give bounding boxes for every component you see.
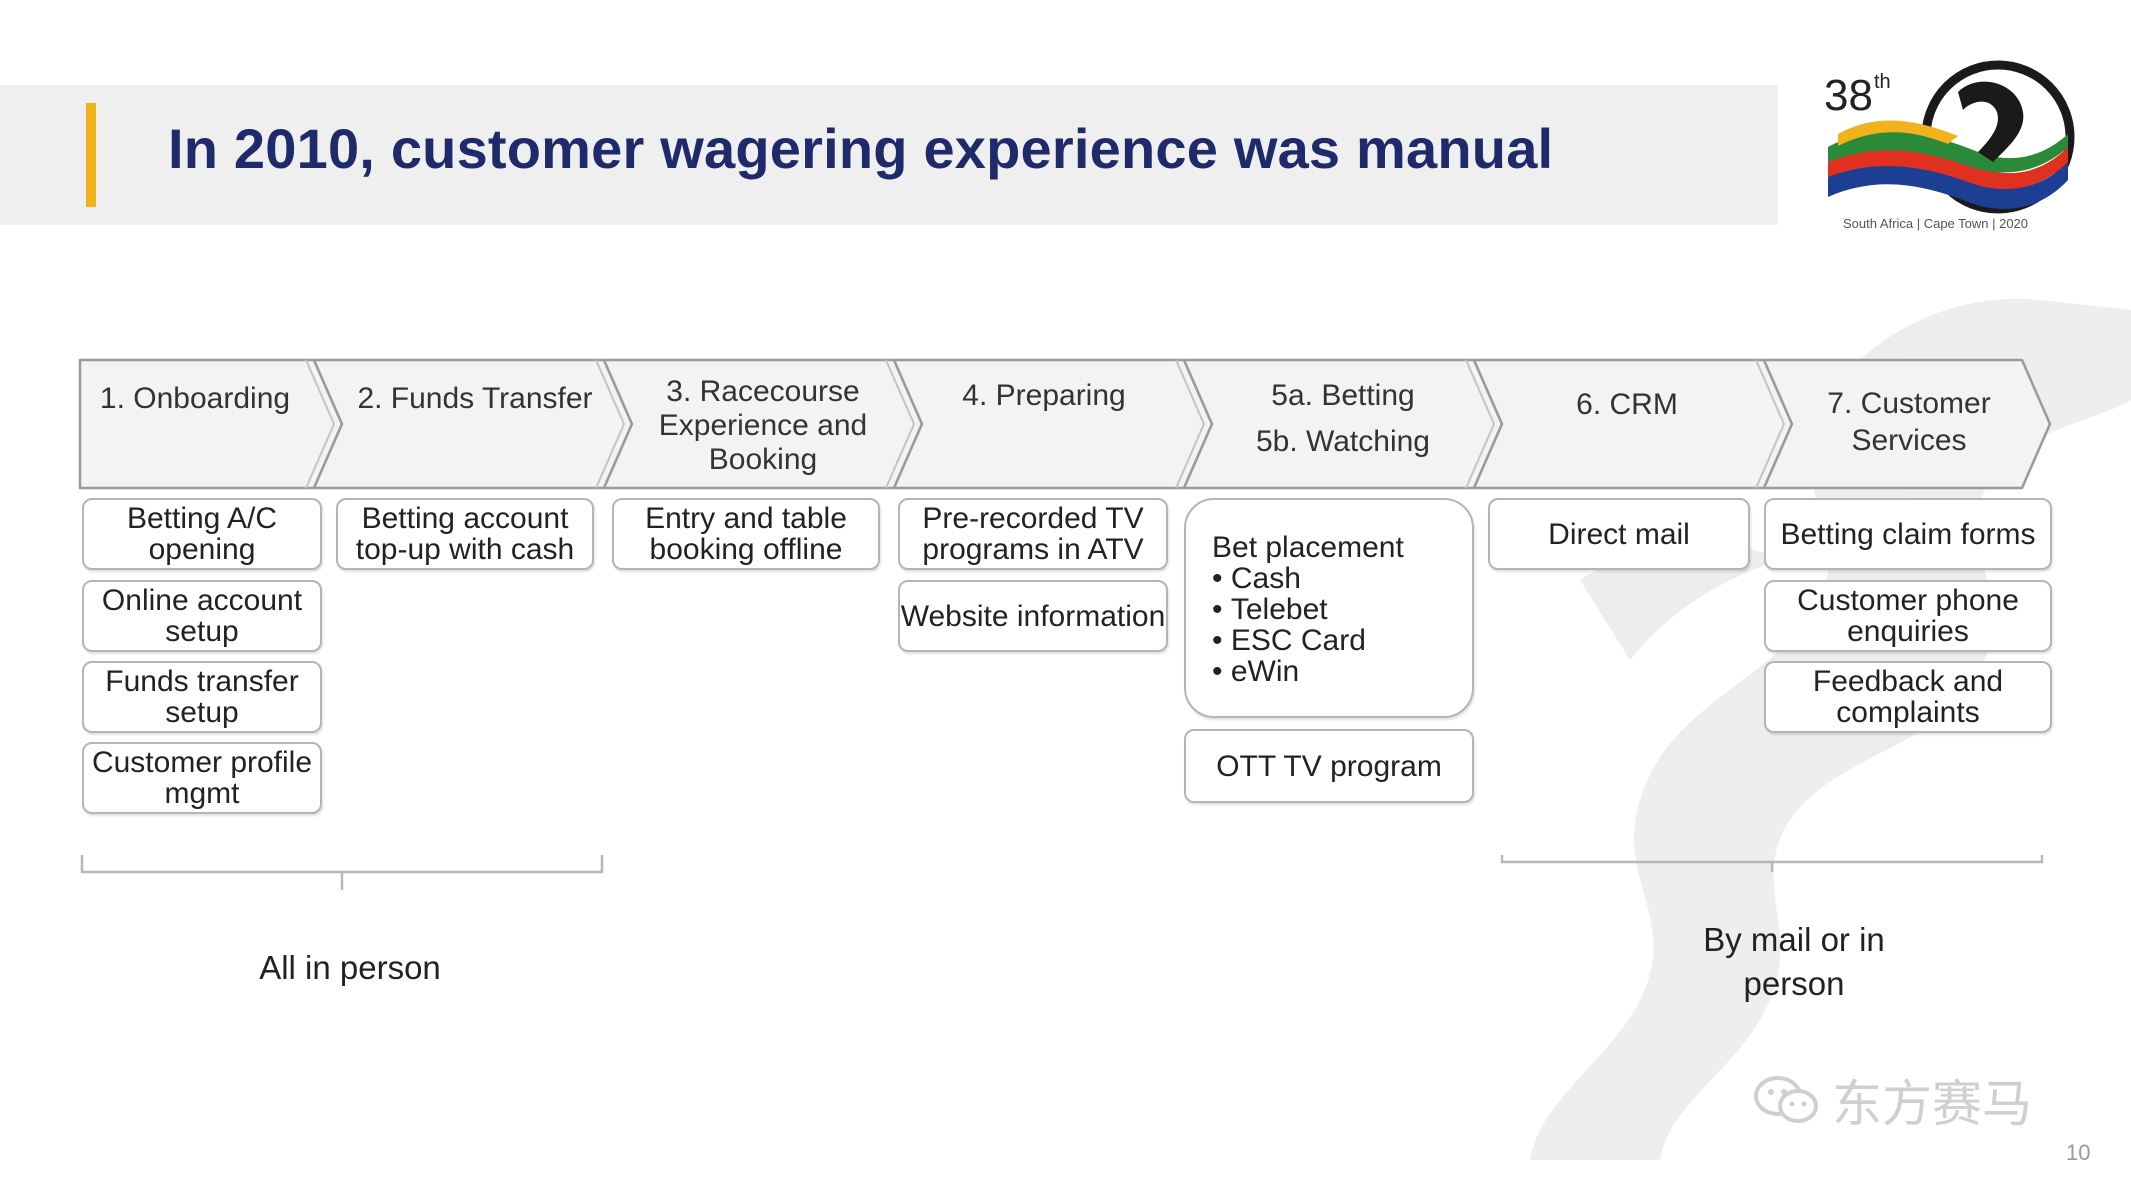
stage-label-funds-transfer: 2. Funds Transfer xyxy=(357,382,593,415)
chevron-customer-services xyxy=(1762,358,2052,490)
box-betting-ac-opening: Betting A/C opening xyxy=(82,498,322,570)
title-band xyxy=(0,85,1778,225)
page-title: In 2010, customer wagering experience wa… xyxy=(168,117,1554,180)
title-accent-bar xyxy=(86,103,96,207)
bet-placement-heading: Bet placement xyxy=(1212,531,1404,564)
logo-tagline: South Africa | Cape Town | 2020 xyxy=(1843,216,2028,231)
bet-option-esc-card: ESC Card xyxy=(1212,625,1366,656)
box-prerecorded-tv: Pre-recorded TV programs in ATV xyxy=(898,498,1168,570)
wechat-icon xyxy=(1754,1076,1818,1123)
box-funds-transfer-setup: Funds transfer setup xyxy=(82,661,322,733)
box-direct-mail: Direct mail xyxy=(1488,498,1750,570)
bet-option-ewin: eWin xyxy=(1212,656,1366,687)
bracket-left xyxy=(80,855,604,874)
conference-logo-icon: 38 th South Africa | Cape Town | 2020 xyxy=(1824,60,2075,231)
box-customer-profile-mgmt: Customer profile mgmt xyxy=(82,742,322,814)
watermark-text: 东方赛马 xyxy=(1832,1075,2032,1133)
bet-placement-list: Cash Telebet ESC Card eWin xyxy=(1212,563,1366,687)
stage-label-customer-services: 7. Customer Services xyxy=(1827,387,1991,457)
box-online-account-setup: Online account setup xyxy=(82,580,322,652)
box-website-information: Website information xyxy=(898,580,1168,652)
wechat-watermark: 东方赛马 xyxy=(1752,1070,2072,1133)
note-by-mail-or-in-person: By mail or in person xyxy=(1703,921,1885,1002)
stage-label-preparing: 4. Preparing xyxy=(962,379,1126,412)
box-feedback-complaints: Feedback and complaints xyxy=(1764,661,2052,733)
logo-ordinal-suffix: th xyxy=(1874,71,1891,93)
box-betting-claim-forms: Betting claim forms xyxy=(1764,498,2052,570)
bracket-right xyxy=(1500,855,2044,864)
stage-label-crm: 6. CRM xyxy=(1576,388,1678,421)
box-customer-phone-enquiries: Customer phone enquiries xyxy=(1764,580,2052,652)
logo-ordinal: 38 xyxy=(1824,71,1873,120)
stage-label-betting-watching: 5a. Betting 5b. Watching xyxy=(1256,379,1430,458)
box-entry-table-booking: Entry and table booking offline xyxy=(612,498,880,570)
bet-option-cash: Cash xyxy=(1212,563,1366,594)
stage-label-racecourse: 3. Racecourse Experience and Booking xyxy=(658,375,868,476)
bet-option-telebet: Telebet xyxy=(1212,594,1366,625)
note-all-in-person: All in person xyxy=(259,949,441,986)
stage-label-onboarding: 1. Onboarding xyxy=(99,382,291,415)
box-bet-placement: Bet placement Cash Telebet ESC Card eWin xyxy=(1184,498,1474,718)
page-number: 10 xyxy=(2066,1140,2091,1165)
box-betting-account-topup: Betting account top-up with cash xyxy=(336,498,594,570)
box-ott-tv-program: OTT TV program xyxy=(1184,729,1474,803)
